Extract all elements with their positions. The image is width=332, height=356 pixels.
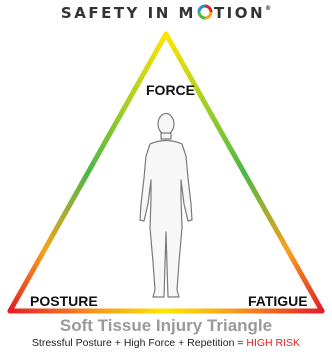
human-figure-icon bbox=[140, 114, 192, 298]
label-posture: POSTURE bbox=[30, 293, 98, 309]
triangle-side-right bbox=[166, 34, 322, 311]
risk-formula: Stressful Posture + High Force + Repetit… bbox=[0, 337, 332, 349]
label-fatigue: FATIGUE bbox=[248, 293, 308, 309]
formula-text: Stressful Posture + High Force + Repetit… bbox=[32, 337, 246, 349]
label-force: FORCE bbox=[146, 82, 195, 98]
diagram-title: Soft Tissue Injury Triangle bbox=[0, 316, 332, 336]
triangle-side-left bbox=[10, 34, 166, 311]
high-risk-label: HIGH RISK bbox=[246, 337, 300, 349]
